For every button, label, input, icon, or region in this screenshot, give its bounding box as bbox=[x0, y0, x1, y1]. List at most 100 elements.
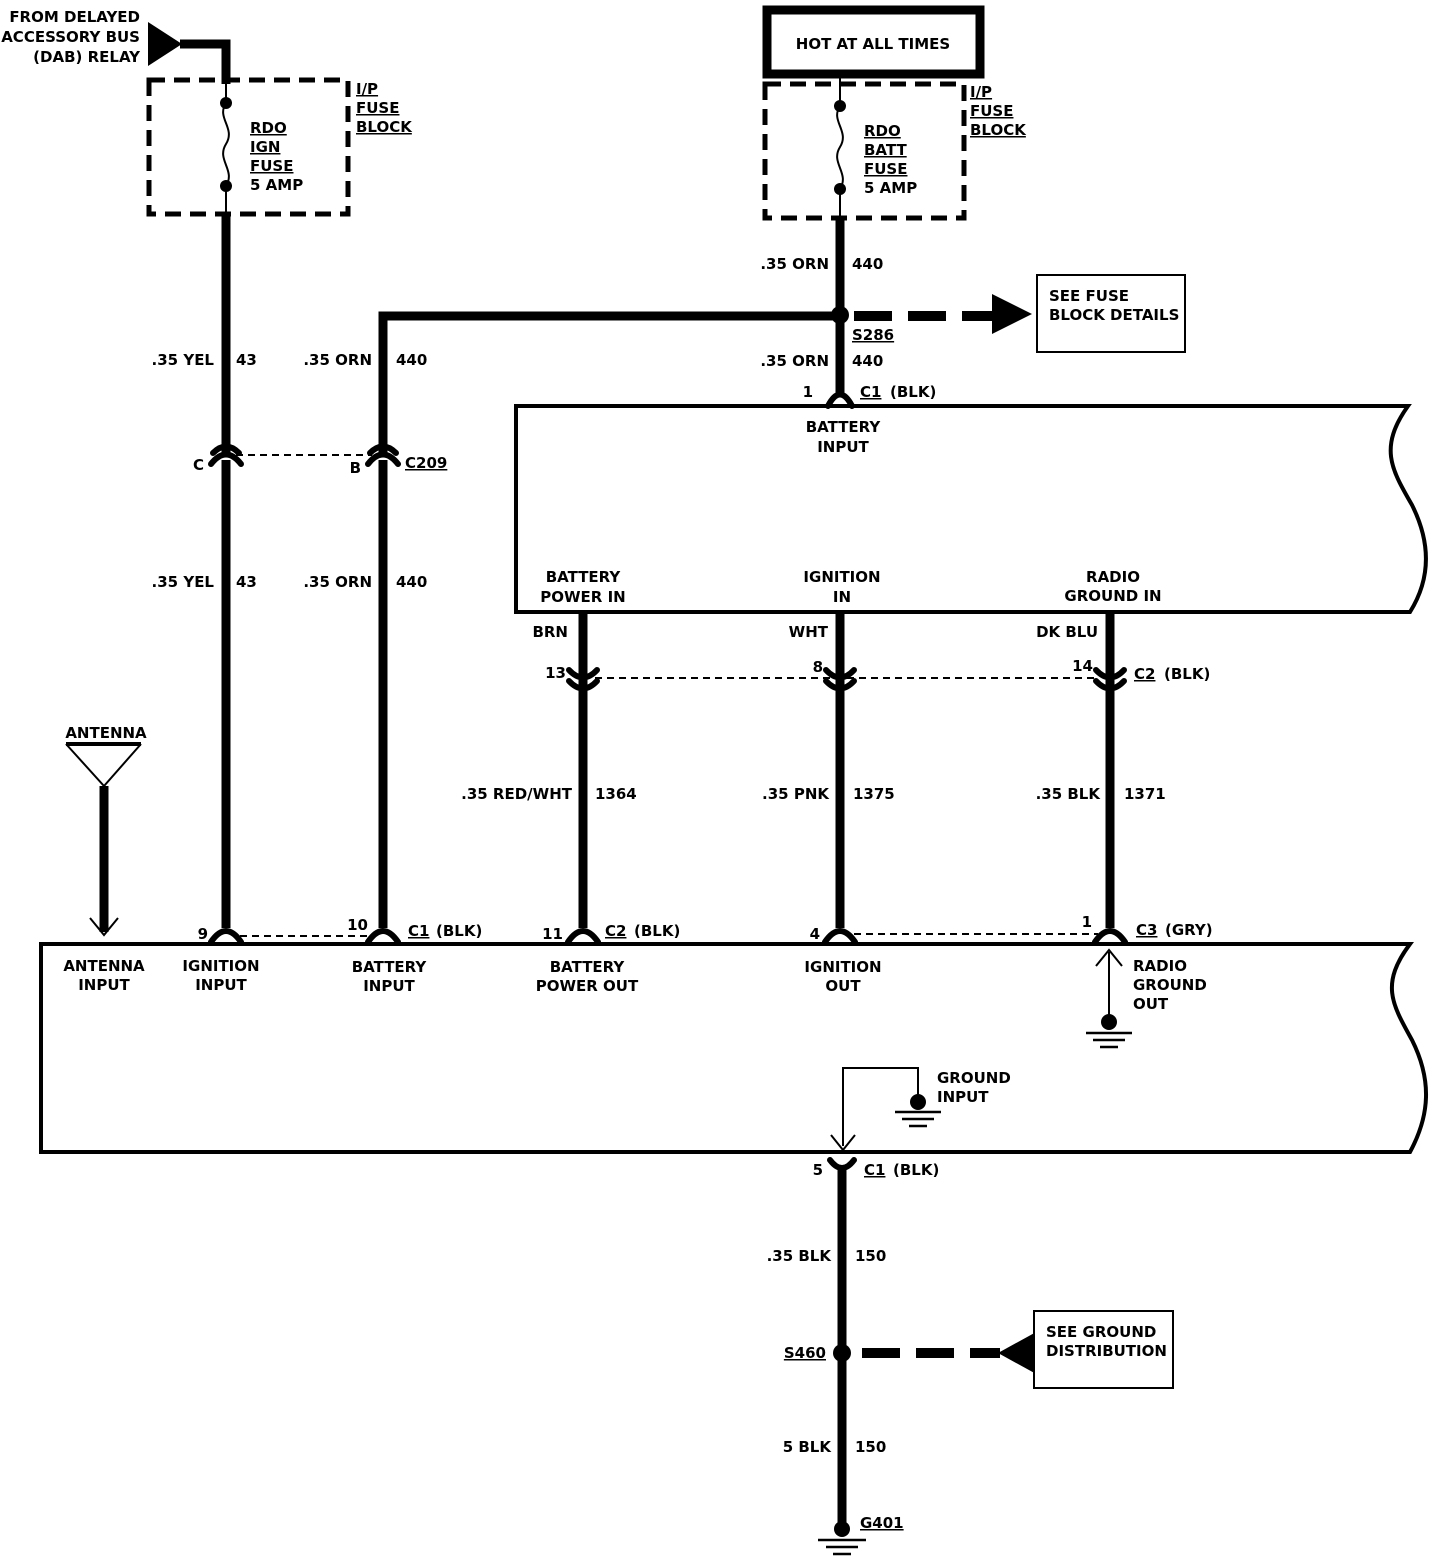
ground-distribution-arrow-icon bbox=[998, 1331, 1038, 1375]
antenna-icon-v bbox=[65, 743, 142, 788]
radio-ground-out-arrow-icon bbox=[1095, 948, 1123, 967]
wire-label-yel-43-lower-circuit: 43 bbox=[236, 573, 257, 591]
radio-pin11-connector-icon bbox=[565, 928, 601, 945]
g401-label: G401 bbox=[860, 1514, 904, 1532]
upper-c1-name: C1 bbox=[860, 383, 881, 401]
dab-feed-wire bbox=[180, 39, 231, 84]
ground-distribution-ref-line2: DISTRIBUTION bbox=[1046, 1342, 1167, 1360]
hot-at-all-times-box bbox=[762, 5, 985, 79]
battery-power-out-1: BATTERY bbox=[550, 958, 626, 976]
wire-label-wht: WHT bbox=[789, 623, 829, 641]
antenna-input-1: ANTENNA bbox=[63, 957, 145, 975]
ground-input-node bbox=[910, 1094, 926, 1110]
radio-pin10: 10 bbox=[347, 916, 368, 934]
ground-circuit: 5 C1 (BLK) S460 SEE GROUND DISTRIBUTION … bbox=[784, 1157, 1174, 1556]
radio-pin10-connector-icon bbox=[365, 928, 401, 945]
radio-c1-color: (BLK) bbox=[436, 922, 482, 940]
ign-fuse-name-3: FUSE bbox=[250, 157, 293, 175]
ign-block-label-1: I/P bbox=[356, 80, 378, 98]
upper-c2-connector: 13 8 14 C2 (BLK) bbox=[545, 657, 1210, 692]
battery-power-in-1: BATTERY bbox=[546, 568, 622, 586]
battery-input-1: BATTERY bbox=[352, 958, 428, 976]
wire-orn-440-upper bbox=[378, 311, 840, 453]
wire-label-blk-150-upper-color: .35 BLK bbox=[767, 1247, 833, 1265]
ign-block-label-3: BLOCK bbox=[356, 118, 413, 136]
ignition-out-1: IGNITION bbox=[804, 958, 881, 976]
wire-label-blk-150-upper-circuit: 150 bbox=[855, 1247, 886, 1265]
upper-module: 1 C1 (BLK) BATTERY INPUT BATTERY POWER I… bbox=[514, 383, 1429, 614]
batt-fuse-name-2: BATT bbox=[864, 141, 907, 159]
harness-wires bbox=[221, 214, 1115, 1525]
s286-splice-dot bbox=[831, 306, 849, 324]
batt-fuse-block-outline bbox=[762, 81, 967, 221]
upper-c2-pin8-icon-b bbox=[823, 678, 857, 692]
radio-ground-out-3: OUT bbox=[1133, 995, 1169, 1013]
radio-ground-out-node bbox=[1101, 1014, 1117, 1030]
fuse-details-ref-line2: BLOCK DETAILS bbox=[1049, 306, 1179, 324]
antenna-arrow-icon bbox=[89, 917, 119, 937]
ground-input-label-1: GROUND bbox=[937, 1069, 1011, 1087]
wire-label-blk-1371-color: .35 BLK bbox=[1036, 785, 1102, 803]
radio-c3-color: (GRY) bbox=[1165, 921, 1213, 939]
wire-labels: .35 YEL 43 .35 ORN 440 .35 ORN 440 .35 O… bbox=[152, 255, 1166, 1456]
c209-pin-c-female-icon bbox=[208, 451, 244, 467]
radio-ground-out-2: GROUND bbox=[1133, 976, 1207, 994]
batt-fuse-rating: 5 AMP bbox=[864, 179, 917, 197]
ign-fuse-name-1: RDO bbox=[250, 119, 287, 137]
batt-fuse-icon bbox=[836, 105, 844, 190]
upper-c2-pin8: 8 bbox=[813, 658, 823, 676]
upper-c1-color: (BLK) bbox=[890, 383, 936, 401]
fuse-details-ref-box bbox=[1036, 274, 1186, 353]
dab-relay-label-line1: FROM DELAYED bbox=[9, 8, 140, 26]
radio-pin1: 1 bbox=[1082, 913, 1092, 931]
c209-pin-b-female-icon bbox=[365, 451, 401, 467]
ignition-in-2: IN bbox=[833, 588, 851, 606]
battery-power-out-2: POWER OUT bbox=[536, 977, 639, 995]
ignition-input-2: INPUT bbox=[195, 976, 247, 994]
upper-battery-input-1: BATTERY bbox=[806, 418, 882, 436]
upper-module-outline bbox=[514, 404, 1429, 614]
bottom-c1-name: C1 bbox=[864, 1161, 885, 1179]
battery-power-in-2: POWER IN bbox=[540, 588, 625, 606]
wire-label-brn: BRN bbox=[532, 623, 568, 641]
wire-label-orn-440-lower-circuit: 440 bbox=[396, 573, 427, 591]
wire-label-blk-150-lower-circuit: 150 bbox=[855, 1438, 886, 1456]
wire-label-orn-440-fuse-circuit: 440 bbox=[852, 255, 883, 273]
c209-name: C209 bbox=[405, 454, 447, 472]
radio-c1-name: C1 bbox=[408, 922, 429, 940]
wire-label-orn-440-module-circuit: 440 bbox=[852, 352, 883, 370]
ground-input-arrow-icon bbox=[830, 1134, 856, 1152]
antenna-label: ANTENNA bbox=[65, 724, 147, 742]
c209-pin-b-male-icon bbox=[367, 443, 399, 456]
ground-distribution-ref-box bbox=[1033, 1310, 1174, 1389]
radio-pin1-connector-icon bbox=[1092, 928, 1128, 945]
hot-at-all-times-label: HOT AT ALL TIMES bbox=[796, 35, 950, 53]
splice-s286: S286 SEE FUSE BLOCK DETAILS bbox=[831, 274, 1186, 353]
upper-c2-pin14: 14 bbox=[1072, 657, 1093, 675]
radio-pin4: 4 bbox=[810, 925, 820, 943]
radio-c2-name: C2 bbox=[605, 922, 626, 940]
radio-pin11: 11 bbox=[542, 925, 563, 943]
radio-ground-out-1: RADIO bbox=[1133, 957, 1187, 975]
dab-relay-source: FROM DELAYED ACCESSORY BUS (DAB) RELAY bbox=[1, 8, 231, 84]
wire-label-orn-440-fuse-color: .35 ORN bbox=[760, 255, 829, 273]
wire-label-yel-43-upper-circuit: 43 bbox=[236, 351, 257, 369]
dab-relay-arrow-icon bbox=[148, 22, 182, 66]
ignition-input-1: IGNITION bbox=[182, 957, 259, 975]
wire-label-red-wht-color: .35 RED/WHT bbox=[461, 785, 573, 803]
wire-label-orn-440-upper-color: .35 ORN bbox=[303, 351, 372, 369]
ground-input-lead bbox=[842, 1067, 919, 1146]
radio-pin9: 9 bbox=[198, 925, 208, 943]
batt-fuse-source: HOT AT ALL TIMES RDO BATT FUSE 5 AMP I/P… bbox=[762, 5, 1027, 221]
radio-c3-name: C3 bbox=[1136, 921, 1157, 939]
ign-fuse-block: RDO IGN FUSE 5 AMP I/P FUSE BLOCK bbox=[146, 77, 413, 217]
g401-node bbox=[834, 1521, 850, 1537]
c209-pin-c-male-icon bbox=[210, 443, 242, 456]
upper-c2-pin13-icon-b bbox=[566, 678, 600, 692]
wire-label-blk-150-lower-color: 5 BLK bbox=[783, 1438, 833, 1456]
bottom-c1-pin: 5 bbox=[813, 1161, 823, 1179]
batt-block-label-2: FUSE bbox=[970, 102, 1013, 120]
bottom-c1-connector-icon bbox=[827, 1157, 857, 1171]
ign-fuse-icon bbox=[222, 102, 230, 187]
